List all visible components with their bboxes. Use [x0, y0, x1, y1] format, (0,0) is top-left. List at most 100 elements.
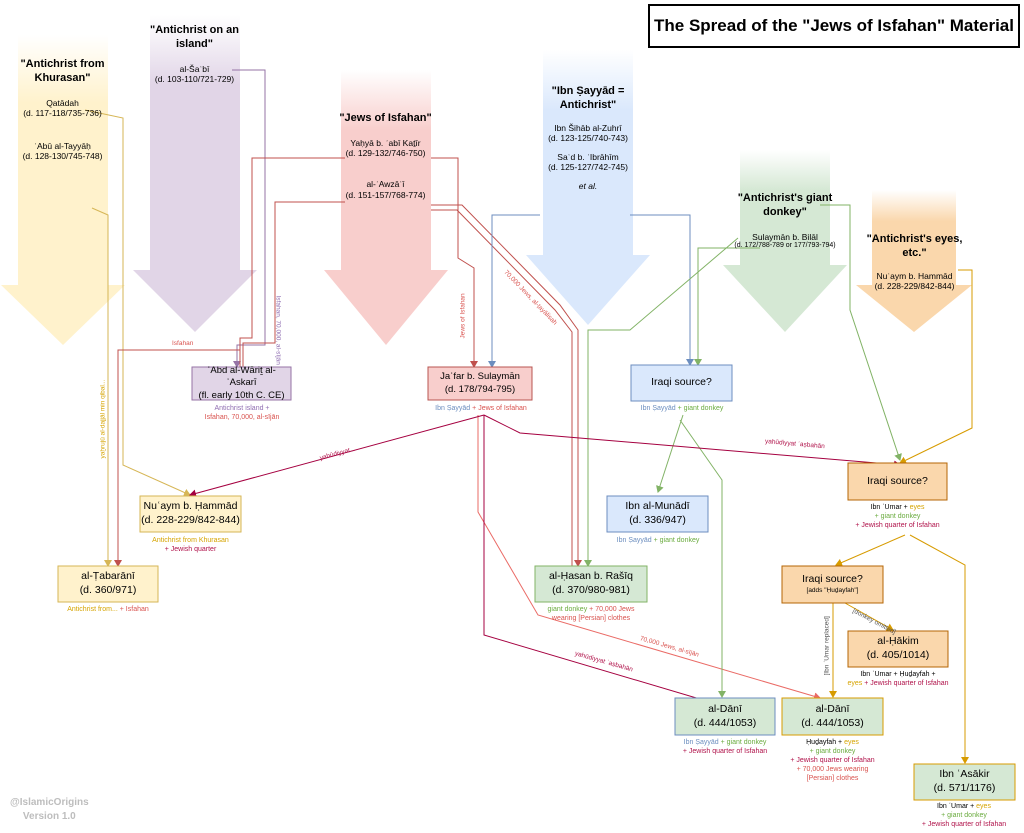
- source-sayyad-author-1-dates: (d. 123-125/740-743): [548, 133, 628, 144]
- node-dani2-box: [781, 697, 884, 736]
- source-sayyad-author-2-dates: (d. 125-127/742-745): [548, 162, 628, 173]
- edge-island-abd: [232, 69, 266, 368]
- node-abd-dates: (fl. early 10th C. CE): [198, 389, 285, 401]
- node-dani1-name: al-Dānī: [708, 702, 742, 715]
- node-hasan-note: giant donkey + 70,000 Jews wearing [Pers…: [525, 605, 657, 623]
- node-abd-box: [191, 366, 292, 401]
- source-isfahan-title: "Jews of Isfahan": [339, 112, 432, 124]
- node-iraqi2-note-1: Ibn ʿUmar +: [870, 504, 908, 511]
- source-island: "Antichrist on an island" al-Šaʿbī (d. 1…: [137, 24, 252, 85]
- node-dani2-note-6: [Persian] clothes: [806, 775, 859, 783]
- node-tabarani-dates: (d. 360/971): [79, 584, 137, 596]
- edge-isfahan-tabarani: [114, 349, 240, 567]
- source-isfahan-author-2: al-ʾAwzāʿī: [366, 179, 405, 189]
- node-iraqi3: Iraqi source? [adds "Ḥuḏayfah"]: [782, 566, 883, 603]
- node-iraqi3-note: [adds "Ḥuḏayfah"]: [806, 587, 859, 595]
- node-tabarani-name: al-Ṭabarānī: [81, 570, 135, 583]
- node-nuaym-note: Antichrist from Khurasan + Jewish quarte…: [130, 536, 251, 554]
- source-eyes: "Antichrist's eyes, etc." Nuʿaym b. Hamm…: [862, 233, 967, 292]
- node-dani1-note-1: Ibn Ṣayyād: [683, 739, 719, 746]
- source-donkey-author-1: Sulaymān b. Bilāl: [752, 231, 818, 242]
- node-iraqi1-box: [630, 364, 733, 402]
- node-hasan: al-Ḥasan b. Rašīq (d. 370/980-981): [535, 566, 647, 602]
- node-dani2-dates: (d. 444/1053): [801, 716, 864, 729]
- source-sayyad: "Ibn Ṣayyād = Antichrist" Ibn Šihāb al-Z…: [533, 85, 643, 192]
- edge-sayyad-iraqi1: [630, 214, 694, 366]
- source-arrow-donkey: [723, 150, 847, 332]
- node-asakir-box: [913, 763, 1016, 801]
- edge-label-khurasan-vertical: yaḫrujū al-dajjāl min qibal...: [99, 379, 107, 459]
- node-asakir-note-1: Ibn ʿUmar +: [937, 803, 975, 810]
- node-nuaym-note-2: + Jewish quarter: [164, 546, 217, 554]
- node-abd-note-2: Isfahan, 70,000, al-sījān: [204, 414, 280, 422]
- node-tabarani-box: [57, 565, 159, 603]
- source-sayyad-et-al: et al.: [578, 181, 598, 191]
- node-dani2-name: al-Dānī: [815, 702, 850, 715]
- source-isfahan-author-1: Yaḥyā b. ʾabī Kaṯīr: [350, 137, 421, 148]
- edge-isfahan-hasan-b: [431, 209, 573, 566]
- source-khurasan: "Antichrist from Khurasan" Qatādah (d. 1…: [10, 58, 115, 162]
- node-tabarani-note-1: Antichrist from...: [67, 606, 118, 613]
- node-hakim-note: Ibn ʿUmar + Ḥuḏayfah + eyes + Jewish qua…: [838, 670, 958, 688]
- edge-iraqi3-hakim: [844, 602, 894, 631]
- node-nuaym-box: [139, 495, 242, 533]
- edge-label-jews-of-isfahan: Jews of Isfahan: [459, 293, 467, 339]
- node-jafar-note-1: Ibn Ṣayyād: [435, 405, 471, 412]
- node-asakir: Ibn ʿAsākir (d. 571/1176): [914, 764, 1015, 800]
- edge-donkey-iraqi1: [694, 247, 760, 366]
- source-donkey: "Antichrist's giant donkey" Sulaymān b. …: [730, 192, 840, 251]
- node-iraqi2-note-3: + giant donkey: [874, 513, 921, 521]
- source-sayyad-author-2: Saʿd b. ʾIbrāhīm: [557, 151, 619, 162]
- node-jafar-note-2: + Jews of Isfahan: [472, 405, 527, 412]
- node-dani2-note-5: + 70,000 Jews wearing: [796, 766, 869, 774]
- node-iraqi2-box: [847, 462, 948, 501]
- node-dani2: al-Dānī (d. 444/1053): [782, 698, 883, 735]
- source-isfahan-author-2-dates: (d. 151-157/768-774): [345, 189, 426, 200]
- edge-label-ibn-umar-replaced: [Ibn ʿUmar replaced]: [823, 616, 831, 676]
- node-dani1-box: [674, 697, 776, 736]
- node-jafar-name: Jaʿfar b. Sulaymān: [440, 371, 520, 383]
- source-eyes-title: "Antichrist's eyes, etc.": [866, 233, 963, 259]
- node-iraqi1-note-1: Ibn Ṣayyād: [640, 405, 676, 412]
- source-arrow-isfahan: [324, 70, 448, 345]
- node-jafar: Jaʿfar b. Sulaymān (d. 178/794-795): [428, 367, 532, 400]
- source-khurasan-author-1: Qatādah: [46, 97, 79, 108]
- node-dani2-note-4: + Jewish quarter of Isfahan: [790, 757, 875, 765]
- node-hakim-dates: (d. 405/1014): [866, 649, 930, 661]
- edge-iraqi1-munadi: [656, 414, 684, 493]
- node-hakim-note-3: + Jewish quarter of Isfahan: [864, 680, 949, 688]
- node-nuaym-note-1: Antichrist from Khurasan: [152, 537, 229, 544]
- source-eyes-author-1-dates: (d. 228-229/842-844): [874, 281, 955, 292]
- node-hasan-note-2: + 70,000 Jews: [589, 606, 635, 613]
- node-nuaym: Nuʿaym b. Ḥammād (d. 228-229/842-844): [140, 496, 241, 532]
- edge-donkey-iraqi2: [820, 204, 902, 461]
- node-asakir-name: Ibn ʿAsākir: [939, 768, 990, 781]
- node-munadi-name: Ibn al-Munādī: [625, 500, 690, 513]
- node-hakim: al-Ḥākim (d. 405/1014): [848, 631, 948, 667]
- source-isfahan: "Jews of Isfahan" Yaḥyā b. ʾabī Kaṯīr (d…: [333, 112, 438, 200]
- node-asakir-dates: (d. 571/1176): [933, 782, 996, 794]
- node-dani1-note-3: + Jewish quarter of Isfahan: [682, 748, 768, 756]
- node-iraqi3-name: Iraqi source?: [802, 573, 863, 586]
- node-jafar-box: [427, 366, 533, 401]
- node-iraqi2-note: Ibn ʿUmar + eyes + giant donkey + Jewish…: [840, 503, 955, 530]
- source-island-author-1-dates: (d. 103-110/721-729): [154, 74, 235, 85]
- node-hakim-name: al-Ḥākim: [877, 635, 919, 648]
- node-nuaym-dates: (d. 228-229/842-844): [141, 514, 240, 526]
- node-abd-note: Antichrist island + Isfahan, 70,000, al-…: [180, 404, 304, 422]
- source-isfahan-author-1-dates: (d. 129-132/746-750): [345, 148, 426, 159]
- edge-jafar-dani1: [483, 415, 721, 708]
- node-hasan-dates: (d. 370/980-981): [552, 584, 630, 596]
- node-iraqi1-note: Ibn Ṣayyād + giant donkey: [620, 404, 744, 413]
- edge-donkey-hasan: [584, 237, 739, 567]
- edge-iraqi2-iraqi3: [835, 534, 906, 567]
- node-abd: ʿAbd al-Wāriṯ al-ʿAskarī (fl. early 10th…: [192, 365, 291, 401]
- edge-jafar-dani2: [477, 415, 821, 701]
- source-arrow-island: [133, 15, 257, 332]
- node-nuaym-name: Nuʿaym b. Ḥammād: [143, 500, 238, 513]
- source-khurasan-author-1-dates: (d. 117-118/735-736): [23, 108, 102, 119]
- source-island-title: "Antichrist on an island": [150, 24, 239, 50]
- node-iraqi2-note-4: + Jewish quarter of Isfahan: [855, 522, 940, 530]
- node-asakir-note: Ibn ʿUmar + eyes + giant donkey + Jewish…: [904, 802, 1024, 829]
